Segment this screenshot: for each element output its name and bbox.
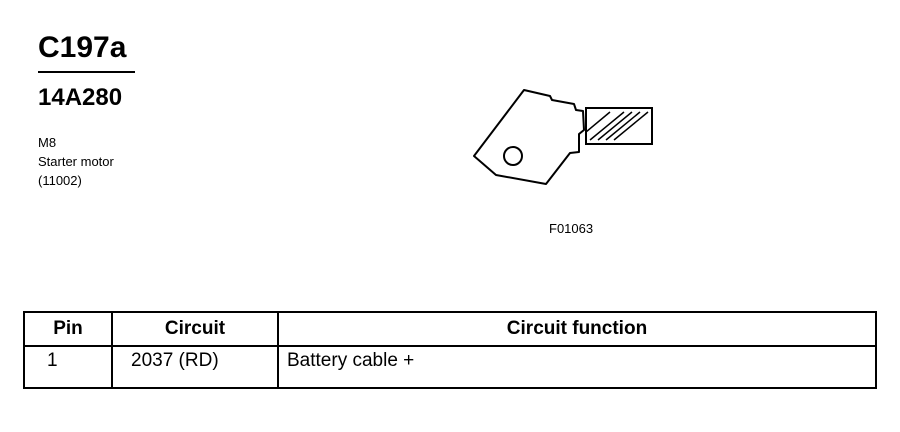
pin-cell: 1	[23, 345, 113, 389]
pin-column-header: Pin	[23, 311, 113, 347]
component-description: M8 Starter motor (11002)	[38, 133, 114, 190]
circuit-cell: 2037 (RD)	[111, 345, 279, 389]
table-row: 1 2037 (RD) Battery cable +	[23, 345, 877, 389]
table-header-row: Pin Circuit Circuit function	[23, 311, 877, 347]
circuit-column-header: Circuit	[111, 311, 279, 347]
connector-id-underline	[38, 71, 135, 73]
part-number: 14A280	[38, 84, 123, 111]
connector-id: C197a	[38, 31, 127, 64]
component-location-code: M8	[38, 135, 57, 150]
ring-terminal-connector-icon	[473, 89, 653, 185]
function-cell: Battery cable +	[277, 345, 877, 389]
component-group-number: (11002)	[38, 173, 82, 188]
component-name: Starter motor	[38, 154, 114, 169]
function-column-header: Circuit function	[277, 311, 877, 347]
pin-table: Pin Circuit Circuit function 1 2037 (RD)…	[23, 311, 877, 389]
figure-code: F01063	[549, 221, 594, 236]
